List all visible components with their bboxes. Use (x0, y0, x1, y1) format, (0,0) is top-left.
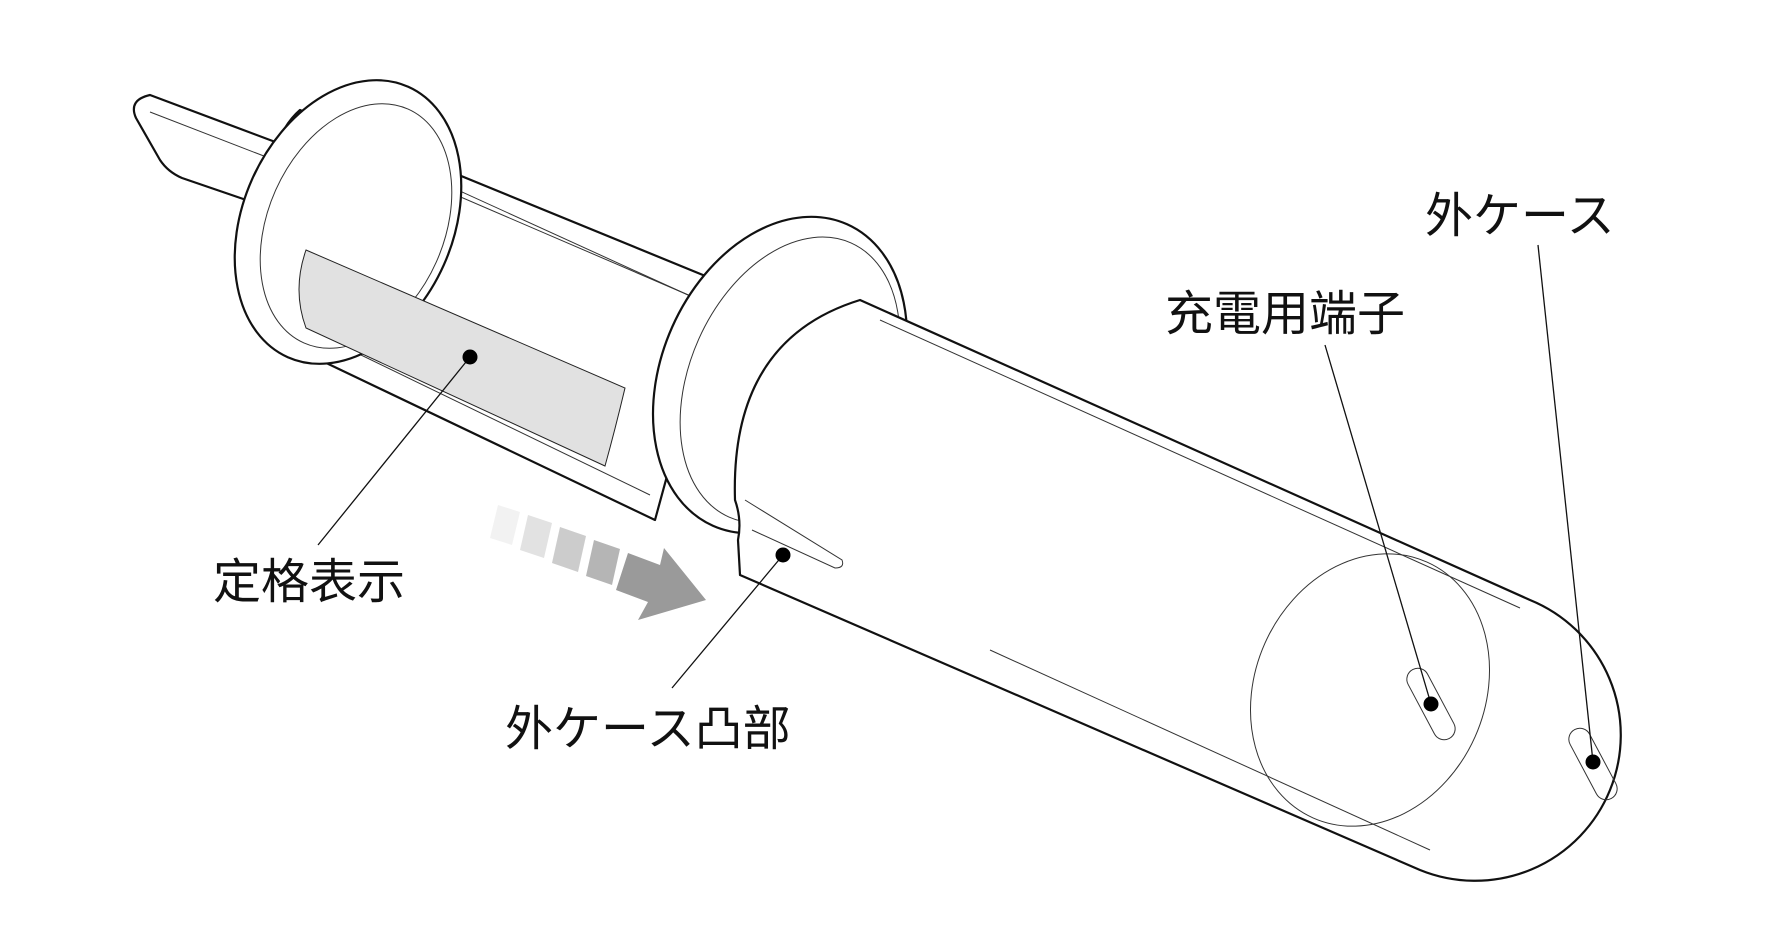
leader-outer-case-bump (671, 547, 791, 689)
callout-outer-case: 外ケース (1425, 188, 1615, 244)
charging-terminal-slot (1406, 667, 1456, 741)
leader-rating-label (317, 349, 478, 546)
rating-label-panel (298, 249, 626, 467)
callout-outer-case-bump: 外ケース凸部 (505, 701, 791, 757)
leader-charging-terminal (1324, 344, 1439, 712)
callout-rating-label: 定格表示 (213, 554, 405, 610)
outer-case-slot (1568, 727, 1618, 801)
leader-outer-case (1537, 244, 1601, 770)
slide-direction-arrow (490, 505, 706, 620)
outer-case (733, 298, 1622, 882)
callout-charging-terminal: 充電用端子 (1165, 286, 1405, 342)
